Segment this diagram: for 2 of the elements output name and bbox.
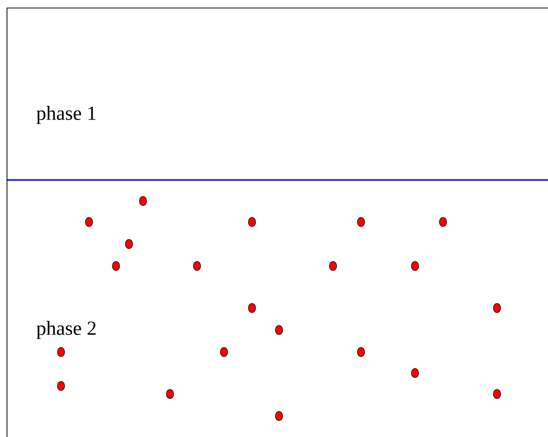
phase-label: phase 1 (36, 106, 96, 124)
phase-label: phase 2 (36, 320, 96, 340)
